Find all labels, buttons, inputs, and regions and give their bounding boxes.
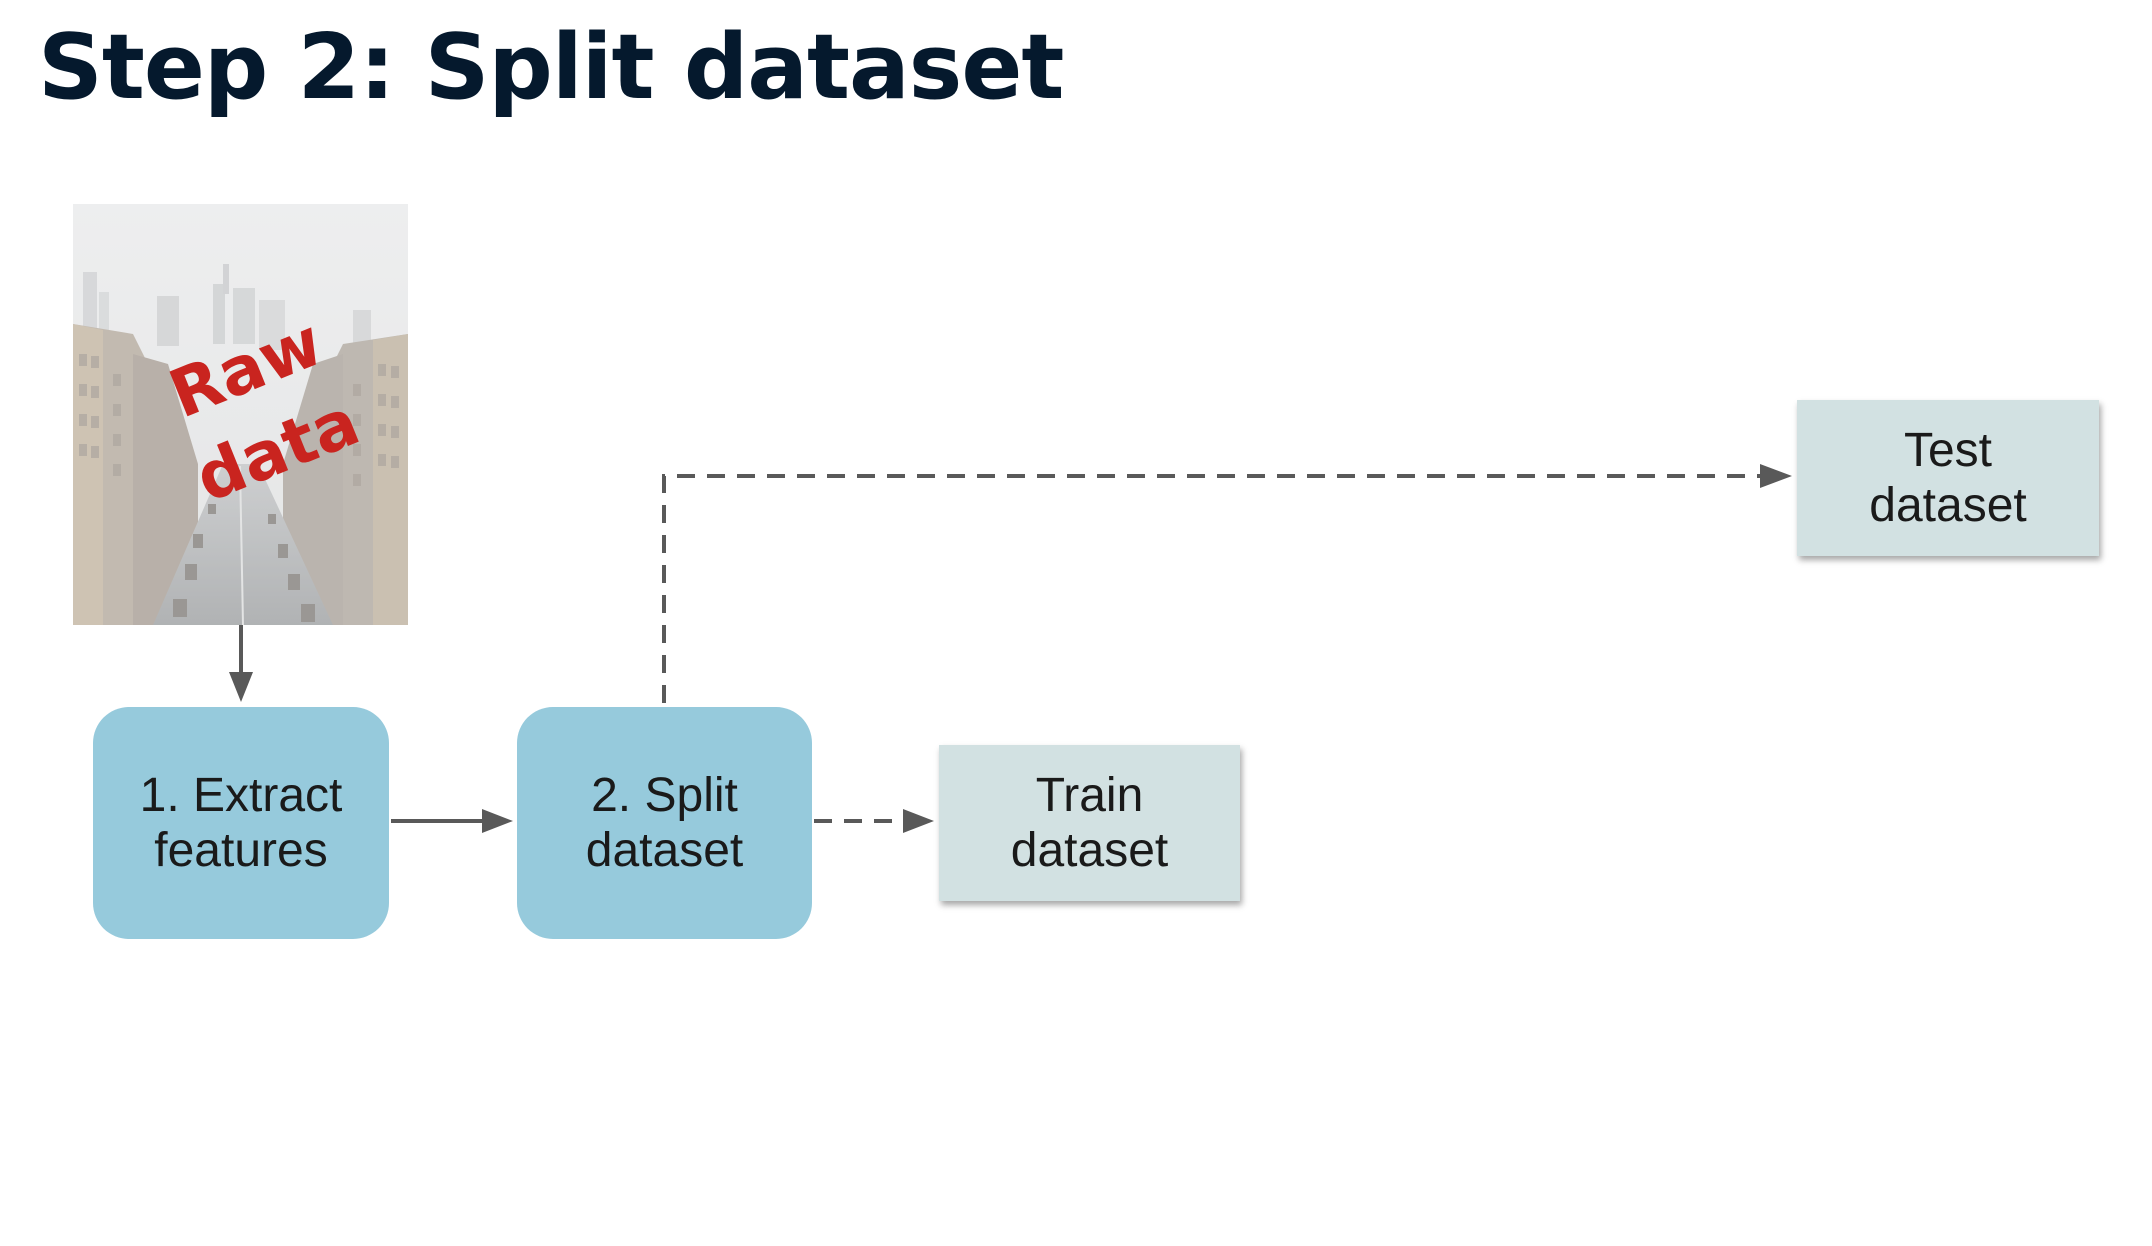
test-dataset-node: Test dataset: [1797, 400, 2099, 556]
node-label-line: 1. Extract: [139, 768, 343, 822]
node-label-line: Train: [1035, 768, 1144, 822]
city-street-photo: [73, 204, 408, 625]
node-label-line: features: [154, 824, 328, 877]
split-dataset-node: 2. Split dataset: [517, 707, 812, 939]
arrow-raw-to-extract: [229, 625, 253, 702]
train-dataset-node: Train dataset: [939, 745, 1240, 901]
node-label-line: dataset: [585, 824, 744, 877]
node-label-line: dataset: [1010, 824, 1169, 877]
node-label-line: dataset: [1869, 479, 2027, 532]
arrow-extract-to-split: [391, 809, 513, 833]
raw-data-image: Raw data: [73, 204, 408, 625]
arrow-split-to-train: [814, 809, 934, 833]
arrow-split-to-test: [662, 464, 1792, 703]
node-label-line: Test: [1903, 423, 1992, 477]
extract-features-node: 1. Extract features: [93, 707, 389, 939]
page-title: Step 2: Split dataset: [38, 15, 1064, 120]
node-label-line: 2. Split: [591, 768, 738, 822]
